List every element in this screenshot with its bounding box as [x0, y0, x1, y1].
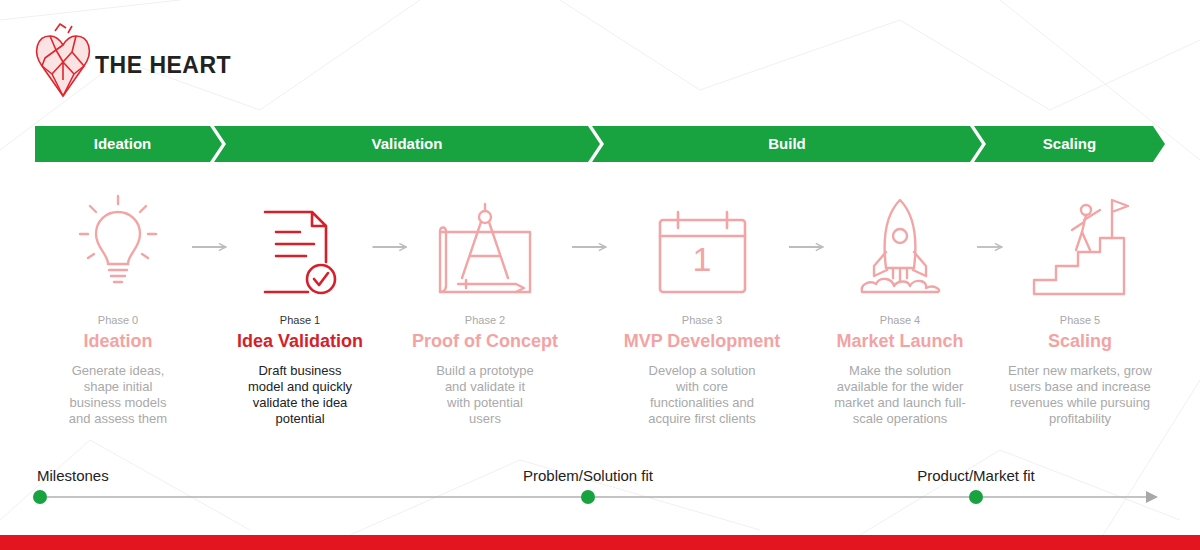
milestone-line-part	[33, 490, 47, 504]
phase-description: Build a prototype and validate it with p…	[435, 363, 535, 427]
band-fill	[974, 126, 1165, 162]
milestone-line	[33, 490, 1158, 504]
phase-number: Phase 4	[825, 313, 975, 327]
phase-number: Phase 1	[230, 313, 370, 327]
phase-column: Phase 3 MVP DevelopmentDevelop a solution…	[617, 200, 787, 427]
document-check-icon-part	[314, 273, 328, 285]
stage-name: Ideation	[35, 126, 222, 162]
rocket-icon-part	[885, 200, 916, 268]
heart-logo-part	[37, 36, 90, 96]
document-check-icon	[265, 212, 335, 293]
calendar-icon-part	[660, 212, 745, 236]
band-fill	[214, 126, 600, 162]
idea-bulb-icon-part	[96, 212, 140, 264]
phase-column: Phase 4 Market LaunchMake the solution av…	[825, 200, 975, 427]
rocket-icon-part	[893, 268, 907, 282]
flow-arrow	[192, 246, 226, 248]
idea-bulb-icon-part	[80, 196, 156, 258]
phase-title: MVP Development	[617, 329, 787, 353]
document-check-icon-part	[307, 265, 335, 293]
stairs-flag-icon-part	[1081, 205, 1091, 215]
milestones-heading: Milestones	[37, 467, 109, 484]
stage-band: Build	[592, 126, 982, 162]
stage-name: Build	[592, 126, 982, 162]
stairs-flag-icon-part	[1112, 200, 1128, 238]
phase-column: Phase 1 Idea ValidationDraft business mod…	[230, 200, 370, 427]
calendar-icon	[660, 212, 745, 292]
calendar-day: 1	[693, 240, 712, 279]
blueprint-compass-icon-part	[440, 232, 530, 292]
phase-number: Phase 2	[409, 313, 561, 327]
heart-logo-part	[55, 24, 72, 33]
brand-title: THE HEART	[95, 52, 231, 79]
blueprint-compass-icon	[440, 204, 530, 292]
phase-title: Proof of Concept	[409, 329, 561, 353]
rocket-icon-part	[893, 229, 907, 243]
stage-band: Ideation	[35, 126, 222, 162]
heart-logo-part	[42, 36, 84, 96]
phase-column: Phase 0 IdeationGenerate ideas, shape ini…	[48, 200, 188, 427]
stairs-flag-icon-part	[1034, 238, 1124, 294]
stairs-flag-icon-part	[1072, 210, 1100, 250]
blueprint-compass-icon-part	[462, 204, 508, 278]
stage-band: Validation	[214, 126, 600, 162]
flow-arrow	[789, 246, 823, 248]
phase-number: Phase 5	[1004, 313, 1156, 327]
milestone-label: Product/Market fit	[917, 467, 1035, 484]
milestone-line-part	[969, 490, 983, 504]
phase-description: Develop a solution with core functionali…	[640, 363, 764, 427]
phase-number: Phase 3	[617, 313, 787, 327]
phase-column: Phase 5 ScalingEnter new markets, grow us…	[1004, 200, 1156, 427]
phase-number: Phase 0	[48, 313, 188, 327]
milestone-line-part	[581, 490, 595, 504]
blueprint-compass-icon-part	[458, 280, 524, 292]
milestone-line-part	[1146, 491, 1158, 503]
stage-name: Validation	[214, 126, 600, 162]
phase-column: Phase 2 Proof of ConceptBuild a prototype…	[409, 200, 561, 427]
calendar-icon-part	[660, 220, 745, 292]
phase-title: Idea Validation	[230, 329, 370, 353]
band-fill	[592, 126, 982, 162]
document-check-icon-part	[265, 212, 326, 292]
phase-description: Generate ideas, shape initial business m…	[62, 363, 174, 427]
stage-band: Scaling	[974, 126, 1165, 162]
rocket-icon	[862, 200, 939, 292]
heart-logo	[37, 24, 90, 96]
phase-title: Ideation	[48, 329, 188, 353]
flow-arrow	[572, 246, 606, 248]
idea-bulb-icon-part	[109, 270, 127, 282]
flow-arrow	[977, 246, 1002, 248]
phase-title: Scaling	[1004, 329, 1156, 353]
document-check-icon-part	[276, 232, 314, 256]
phase-description: Draft business model and quickly validat…	[246, 363, 354, 427]
flow-arrow	[373, 246, 407, 248]
rocket-icon-part	[862, 279, 939, 292]
footer-bar	[0, 535, 1200, 550]
blueprint-compass-icon-part	[440, 228, 446, 293]
stairs-flag-icon	[1034, 200, 1128, 294]
stage-name: Scaling	[974, 126, 1165, 162]
idea-bulb-icon	[80, 196, 156, 282]
band-fill	[35, 126, 222, 162]
phase-title: Market Launch	[825, 329, 975, 353]
milestone-label: Problem/Solution fit	[523, 467, 653, 484]
phase-description: Enter new markets, grow users base and i…	[1007, 363, 1153, 427]
phase-description: Make the solution available for the wide…	[830, 363, 970, 427]
